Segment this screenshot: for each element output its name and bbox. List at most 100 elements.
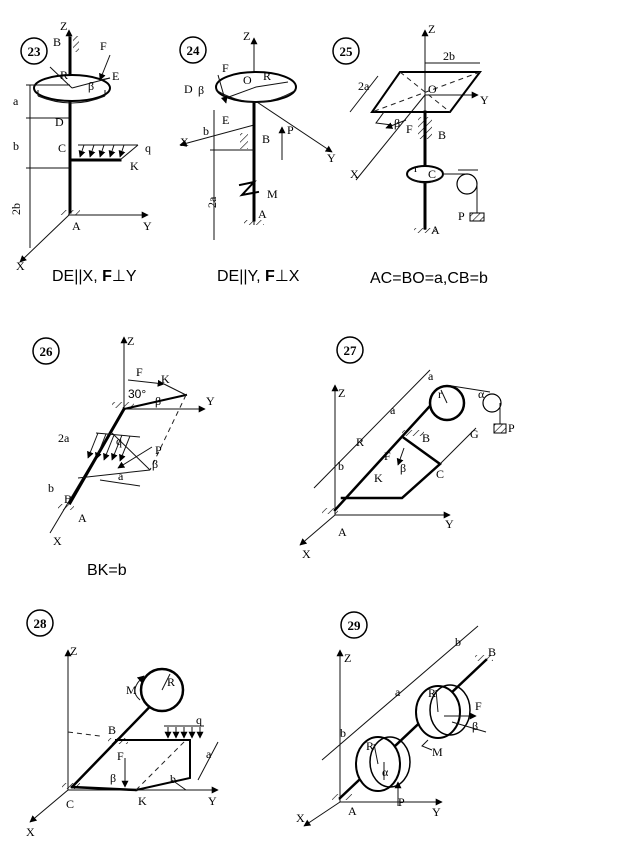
dim-b-upper: b: [455, 635, 461, 649]
label-f: F: [136, 365, 143, 379]
caption-24: DE||Y, F⊥X: [217, 268, 300, 285]
label-r-upper: R: [428, 686, 436, 700]
dim-b: b: [203, 124, 209, 138]
label-p: P: [398, 795, 405, 809]
label-k: K: [130, 159, 139, 173]
label-b: B: [64, 492, 72, 506]
force-f: [217, 74, 228, 104]
label-c: C: [66, 797, 74, 811]
label-a: A: [431, 223, 440, 237]
caption-25: AC=BO=a,CB=b: [370, 270, 488, 287]
label-r: R: [263, 69, 271, 83]
label-c: C: [436, 467, 444, 481]
z-label: Z: [344, 651, 351, 665]
label-q: q: [116, 434, 122, 448]
force-p: [117, 446, 153, 469]
label-f: F: [475, 699, 482, 713]
label-f: F: [100, 39, 107, 53]
problem-29: 29 Z Y X B R F β M R α P b a b A: [296, 611, 496, 827]
z-label: Z: [127, 334, 134, 348]
y-label: Y: [327, 151, 336, 165]
x-label: X: [302, 547, 311, 561]
caption-23: DE||X, F⊥Y: [52, 268, 137, 285]
x-axis: [29, 789, 69, 823]
label-a: A: [348, 804, 357, 818]
problem-number-circle: [32, 337, 60, 365]
weight-p: [493, 423, 507, 434]
label-alpha: α: [382, 765, 389, 779]
support-a: [332, 794, 352, 800]
problem-number: 27: [344, 343, 358, 358]
dim-2b: 2b: [9, 203, 23, 215]
x-label: X: [16, 259, 25, 273]
force-line: [451, 721, 487, 733]
label-r: r: [438, 387, 442, 401]
bearing-b: [73, 36, 79, 52]
label-m: M: [432, 745, 443, 759]
dim-b-lower: b: [340, 726, 346, 740]
distributed-load-q: [78, 144, 126, 158]
label-f: F: [406, 122, 413, 136]
x-axis: [355, 94, 426, 181]
label-d: D: [55, 115, 64, 129]
problem-24: 24 Z X Y F O R β D E B P b 2a M A DE||Y,…: [179, 29, 336, 285]
label-beta: β: [472, 719, 478, 733]
support-a: [244, 220, 264, 225]
x-label: X: [180, 135, 189, 149]
label-m: M: [126, 683, 137, 697]
moment-m: [134, 675, 145, 701]
dim-2a: 2a: [358, 79, 370, 93]
label-b: B: [262, 132, 270, 146]
moment-m: [238, 180, 260, 197]
label-c: C: [428, 167, 436, 181]
dim-a: a: [13, 94, 19, 108]
rope: [451, 385, 491, 393]
label-b: B: [488, 645, 496, 659]
x-axis: [303, 801, 341, 827]
dim-2a: 2a: [205, 196, 219, 208]
dim-a-1: a: [428, 369, 434, 383]
y-label: Y: [208, 794, 217, 808]
problem-number-circle: [20, 37, 48, 65]
label-k: K: [161, 372, 170, 386]
label-q: q: [196, 713, 202, 727]
bearing-b: [240, 133, 248, 149]
dim-b: b: [338, 459, 344, 473]
bearing-b: [402, 430, 424, 436]
label-beta: β: [400, 461, 406, 475]
dim-a-2: a: [390, 403, 396, 417]
label-o: O: [243, 73, 252, 87]
problem-number-circle: [336, 336, 364, 364]
label-30deg: 30°: [128, 387, 146, 401]
label-c: C: [58, 141, 66, 155]
dim-b: b: [170, 772, 176, 786]
label-beta-2: β: [152, 457, 158, 471]
problem-number-circle: [340, 611, 368, 639]
dim-b: b: [48, 481, 54, 495]
problem-23: 23 Z Y X B F R E β D a b 2b: [9, 19, 152, 285]
z-label: Z: [243, 29, 250, 43]
label-r: r: [414, 161, 418, 175]
arm-bk: [122, 393, 188, 411]
dimension-line: [313, 369, 431, 489]
label-beta: β: [394, 116, 400, 130]
z-label: Z: [428, 22, 435, 36]
label-k: K: [138, 794, 147, 808]
label-r-lower: R: [366, 739, 374, 753]
problem-number-circle: [26, 609, 54, 637]
crank: [340, 436, 442, 500]
problem-25: 25 Z Y X 2b 2a O β F B r C P A AC=BO=a,C…: [332, 22, 489, 287]
y-axis: [253, 99, 333, 153]
label-a: A: [78, 511, 87, 525]
y-label: Y: [480, 93, 489, 107]
label-p: P: [155, 443, 162, 457]
x-label: X: [350, 167, 359, 181]
pulley-small: [456, 173, 478, 195]
dim-r: R: [356, 435, 364, 449]
weight-p: [469, 212, 485, 222]
dim-a: a: [395, 685, 401, 699]
x-label: X: [296, 811, 305, 825]
dim-b: b: [13, 139, 19, 153]
x-axis: [19, 214, 70, 263]
label-b: B: [53, 35, 61, 49]
